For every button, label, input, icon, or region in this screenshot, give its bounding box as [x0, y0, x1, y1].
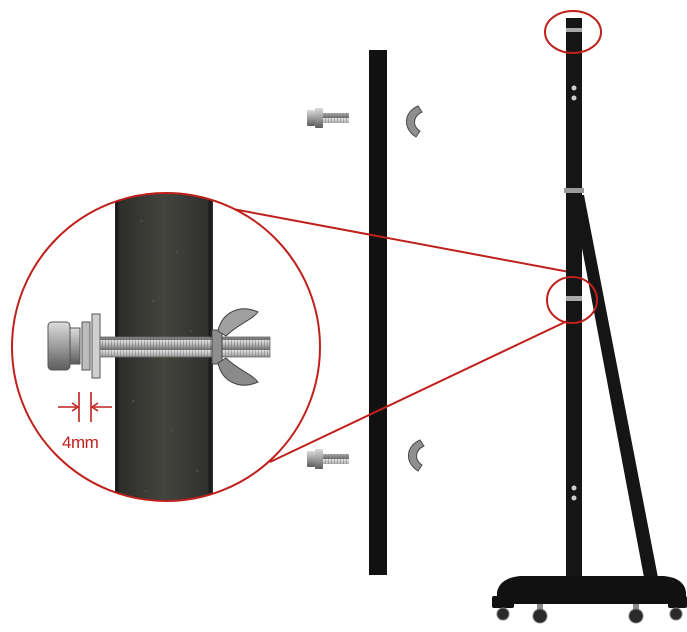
caster-wheel-icon [496, 607, 510, 621]
caster-wheel-icon [628, 604, 644, 624]
hex-bolt-icon [307, 108, 349, 128]
callout-line-lower [269, 313, 583, 463]
caster-wheel-icon [532, 604, 548, 624]
caster-wheel-icon [669, 607, 683, 621]
hex-bolt-icon [307, 449, 349, 469]
mounting-bar [369, 50, 387, 575]
wing-nut-icon [408, 439, 425, 472]
hex-bolt-icon [47, 313, 271, 379]
gap-dimension-marker [58, 392, 112, 422]
display-stand [492, 18, 687, 608]
wing-nut-icon [211, 308, 259, 386]
wing-nut-icon [406, 105, 423, 138]
gap-dimension-label: 4mm [62, 433, 99, 452]
highlight-circle-top [544, 10, 602, 54]
magnified-detail [11, 192, 321, 502]
highlight-circle-middle [546, 276, 598, 324]
